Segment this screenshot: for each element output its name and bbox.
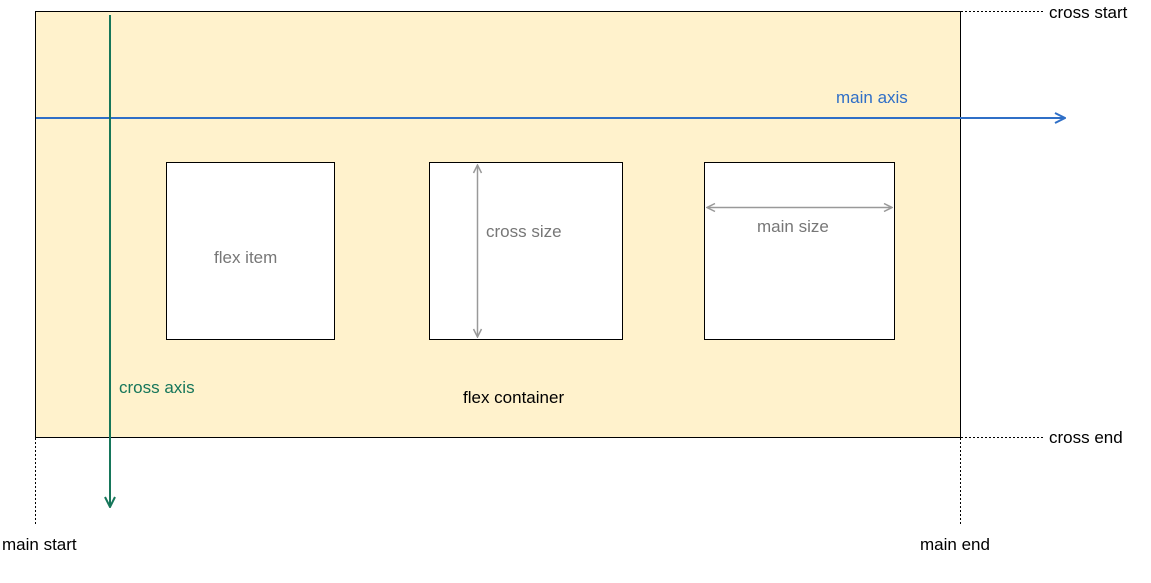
main-end-label: main end [920, 535, 990, 554]
main-start-label: main start [2, 535, 77, 554]
main-axis-label: main axis [836, 88, 908, 107]
cross-axis-label: cross axis [119, 378, 195, 397]
flex-container-label: flex container [463, 388, 565, 407]
flex-item-label: flex item [214, 248, 278, 267]
cross-start-label: cross start [1049, 3, 1128, 22]
cross-end-label: cross end [1049, 428, 1123, 447]
flex-item-3-box [704, 162, 895, 340]
cross-size-label: cross size [486, 222, 562, 241]
flex-item-1-box [166, 162, 335, 340]
main-size-label: main size [757, 217, 829, 236]
flex-item-2-box [429, 162, 623, 340]
